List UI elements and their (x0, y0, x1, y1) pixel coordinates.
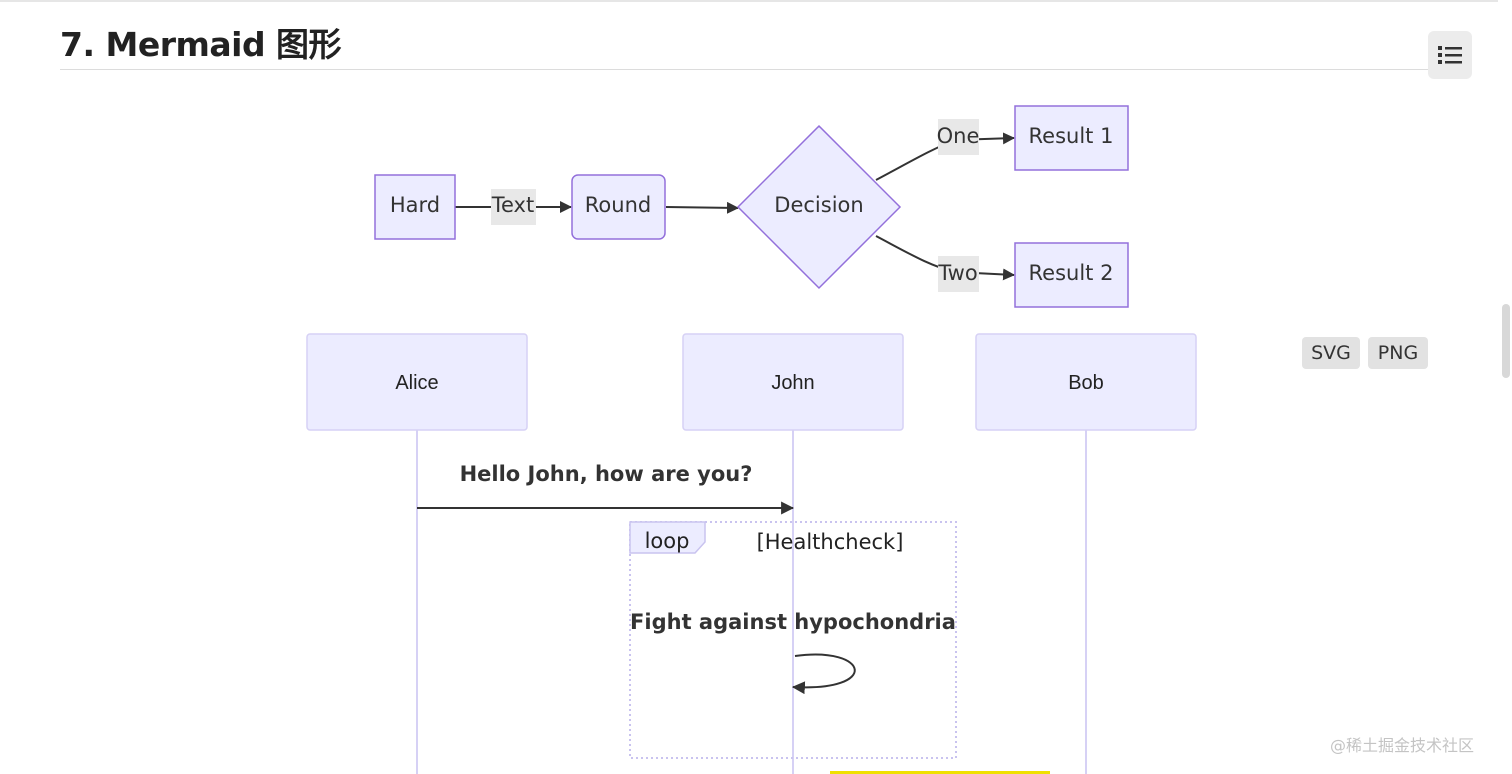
watermark: @稀土掘金技术社区 (1330, 736, 1475, 755)
message-hello-label: Hello John, how are you? (460, 462, 753, 486)
node-result2-label: Result 2 (1029, 261, 1114, 285)
highlight-strip (830, 771, 1050, 774)
node-decision-label: Decision (774, 193, 863, 217)
node-result2[interactable]: Result 2 (1014, 242, 1129, 308)
edge-label-text-value: Text (491, 193, 534, 217)
edge-label-one-value: One (937, 124, 980, 148)
scrollbar-track[interactable] (1498, 0, 1512, 774)
edge-round-decision (665, 201, 739, 214)
self-message-label: Fight against hypochondria (630, 610, 956, 634)
flowchart: Text One Two Hard Round Decision Result … (374, 105, 1129, 308)
node-hard[interactable]: Hard (374, 174, 456, 240)
sequence-diagram: Alice John Bob Hello John, how are you? … (306, 333, 1197, 774)
list-icon (1438, 46, 1462, 64)
node-round-label: Round (585, 193, 651, 217)
toc-button[interactable] (1428, 31, 1472, 79)
page-title: 7. Mermaid 图形 (60, 25, 342, 64)
node-result1[interactable]: Result 1 (1014, 105, 1129, 171)
loop-condition: [Healthcheck] (757, 530, 904, 554)
loop-frame: loop [Healthcheck] (629, 521, 957, 759)
actor-john[interactable]: John (682, 333, 904, 431)
actor-bob[interactable]: Bob (975, 333, 1197, 431)
actor-john-label: John (771, 372, 814, 394)
scrollbar-thumb[interactable] (1502, 304, 1510, 378)
export-png-button[interactable]: PNG (1368, 337, 1428, 369)
edge-label-two: Two (937, 256, 979, 292)
self-message-arrow (791, 653, 856, 695)
window-top-border (0, 0, 1512, 2)
node-decision[interactable]: Decision (736, 124, 902, 290)
section-heading: 7. Mermaid 图形 (60, 14, 1428, 70)
export-svg-button[interactable]: SVG (1302, 337, 1360, 369)
loop-label: loop (645, 529, 690, 553)
node-hard-label: Hard (390, 193, 440, 217)
actor-bob-label: Bob (1068, 372, 1104, 394)
edge-label-two-value: Two (937, 261, 977, 285)
edge-label-one: One (937, 119, 980, 155)
node-round[interactable]: Round (571, 174, 666, 240)
edge-label-text: Text (491, 189, 536, 225)
actor-alice-label: Alice (395, 372, 438, 394)
actor-alice[interactable]: Alice (306, 333, 528, 431)
node-result1-label: Result 1 (1029, 124, 1114, 148)
